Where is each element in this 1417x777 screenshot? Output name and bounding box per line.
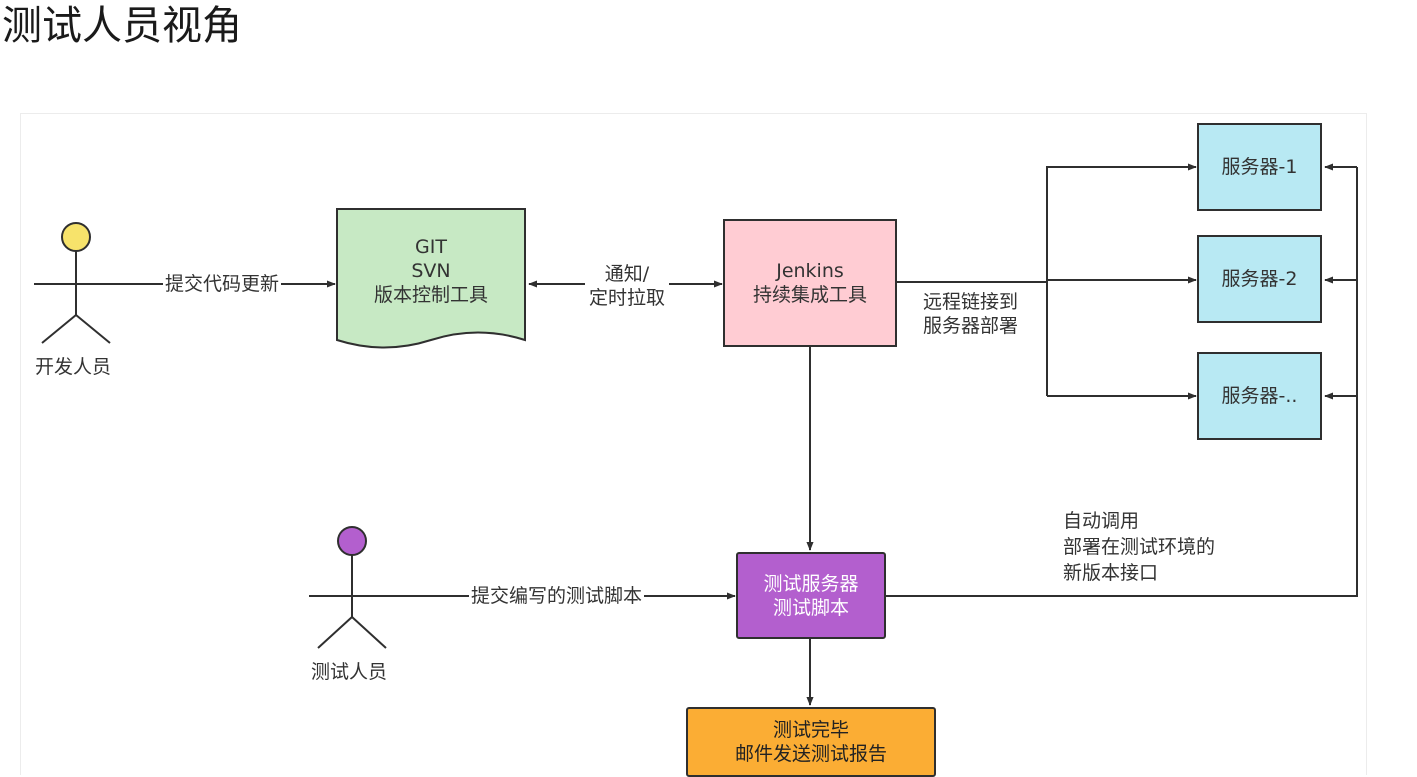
edge-label-commit-code: 提交代码更新 xyxy=(163,272,282,296)
notify-line-1: 通知/ xyxy=(604,263,650,285)
deploy-line-2: 服务器部署 xyxy=(923,315,1019,337)
edge-auto-call xyxy=(885,163,1358,597)
server-1-label: 服务器-1 xyxy=(1221,156,1298,178)
vcs-line-1: GIT xyxy=(415,236,447,258)
auto-call-line-1: 自动调用 xyxy=(1063,510,1140,532)
server-2-node: 服务器-2 xyxy=(1197,235,1322,323)
jenkins-node: Jenkins 持续集成工具 xyxy=(723,219,897,347)
server-2-label: 服务器-2 xyxy=(1221,268,1298,290)
test-server-line-2: 测试脚本 xyxy=(772,596,849,619)
server-3-node: 服务器-.. xyxy=(1197,352,1322,440)
report-node: 测试完毕 邮件发送测试报告 xyxy=(686,707,936,777)
developer-label: 开发人员 xyxy=(35,356,112,378)
vcs-node-shape xyxy=(336,208,526,349)
page-title: 测试人员视角 xyxy=(2,3,242,49)
edge-label-deploy: 远程链接到 服务器部署 xyxy=(923,290,1018,338)
server-1-node: 服务器-1 xyxy=(1197,123,1322,211)
deploy-line-1: 远程链接到 xyxy=(923,291,1019,313)
tester-actor xyxy=(317,526,387,649)
jenkins-line-2: 持续集成工具 xyxy=(752,284,867,306)
developer-actor xyxy=(41,222,111,344)
diagram-canvas xyxy=(20,113,1367,775)
tester-label: 测试人员 xyxy=(311,661,388,683)
vcs-line-2: SVN xyxy=(411,260,451,282)
edge-label-commit-script: 提交编写的测试脚本 xyxy=(469,584,645,608)
jenkins-line-1: Jenkins xyxy=(776,260,844,282)
notify-line-2: 定时拉取 xyxy=(588,287,665,309)
vcs-node: GIT SVN 版本控制工具 xyxy=(337,226,525,316)
vcs-line-3: 版本控制工具 xyxy=(373,284,488,306)
edge-label-auto-call: 自动调用 部署在测试环境的 新版本接口 xyxy=(1063,508,1215,586)
report-line-2: 邮件发送测试报告 xyxy=(734,743,887,765)
server-3-label: 服务器-.. xyxy=(1221,385,1298,407)
auto-call-line-3: 新版本接口 xyxy=(1063,562,1159,584)
test-server-line-1: 测试服务器 xyxy=(763,572,859,595)
developer-head xyxy=(61,222,91,252)
tester-head xyxy=(337,526,367,556)
auto-call-line-2: 部署在测试环境的 xyxy=(1063,536,1216,558)
edge-deploy xyxy=(896,163,1197,400)
test-server-node: 测试服务器 测试脚本 xyxy=(736,552,886,639)
edge-label-notify: 通知/ 定时拉取 xyxy=(585,262,669,310)
report-line-1: 测试完毕 xyxy=(772,719,849,741)
